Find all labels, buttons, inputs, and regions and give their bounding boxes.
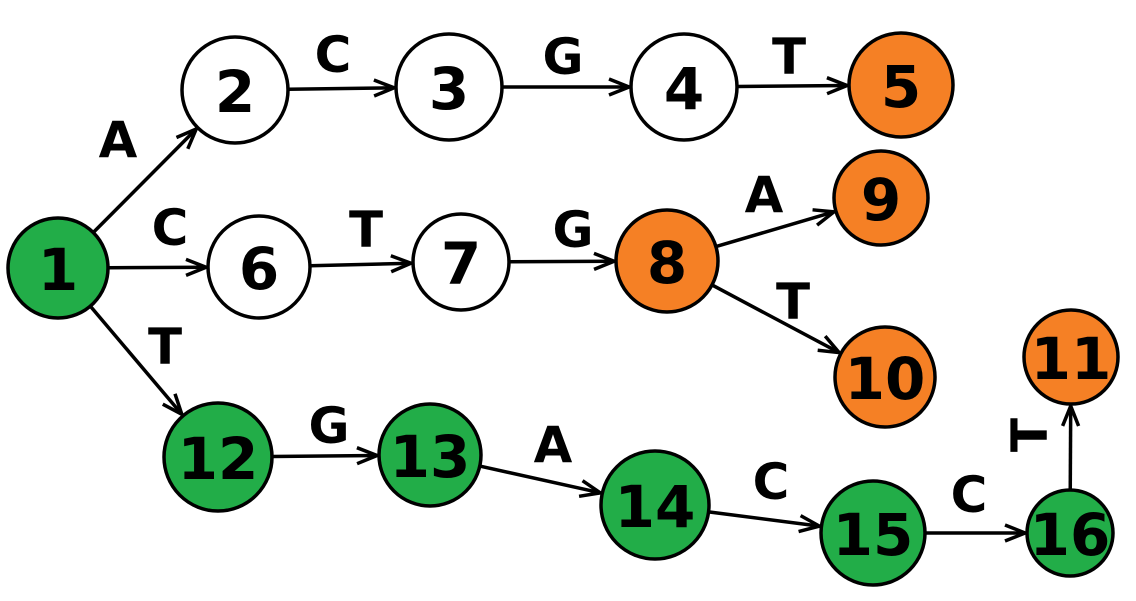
edge-2-3	[287, 88, 394, 89]
edge-label-15-16: C	[951, 466, 988, 524]
edge-label-2-3: C	[315, 26, 352, 84]
node-circle-12	[162, 401, 274, 513]
node-11: 11	[1022, 308, 1120, 406]
node-label-16: 16	[1030, 501, 1111, 569]
node-label-4: 4	[664, 55, 704, 123]
edge-label-13-14: A	[534, 416, 573, 474]
node-circle-13	[377, 402, 483, 508]
node-label-13: 13	[390, 423, 471, 491]
edge-label-7-8: G	[552, 201, 593, 259]
node-label-12: 12	[178, 425, 259, 493]
node-circle-15	[819, 479, 927, 587]
edge-label-6-7: T	[349, 201, 383, 259]
edge-1-12	[88, 305, 182, 414]
edge-7-8	[508, 261, 614, 262]
edge-label-8-9: A	[745, 166, 784, 224]
node-circle-4	[629, 32, 739, 142]
edge-8-10	[711, 283, 839, 353]
node-1: 1	[6, 216, 110, 320]
edge-label-3-4: G	[542, 28, 583, 86]
node-8: 8	[614, 208, 720, 314]
node-circle-11	[1022, 308, 1120, 406]
node-label-10: 10	[845, 345, 926, 413]
node-6: 6	[206, 214, 312, 320]
node-label-5: 5	[881, 53, 921, 121]
node-label-6: 6	[239, 235, 279, 303]
node-circle-14	[599, 449, 711, 561]
node-16: 16	[1025, 488, 1115, 578]
node-circle-7	[411, 212, 511, 312]
edge-8-9	[715, 212, 834, 249]
node-2: 2	[180, 35, 290, 145]
edge-12-13	[271, 455, 377, 456]
edge-label-1-12: T	[148, 318, 182, 376]
node-7: 7	[411, 212, 511, 312]
edge-label-8-10: T	[776, 273, 810, 331]
node-10: 10	[833, 325, 937, 429]
node-15: 15	[819, 479, 927, 587]
node-circle-16	[1025, 488, 1115, 578]
node-circle-1	[6, 216, 110, 320]
node-label-3: 3	[429, 55, 469, 123]
node-label-11: 11	[1031, 325, 1112, 393]
node-14: 14	[599, 449, 711, 561]
node-label-9: 9	[861, 166, 901, 234]
node-9: 9	[832, 149, 930, 247]
node-circle-6	[206, 214, 312, 320]
edge-4-5	[736, 85, 847, 86]
edge-14-15	[708, 510, 820, 526]
node-13: 13	[377, 402, 483, 508]
edge-label-12-13: G	[308, 397, 349, 455]
edge-label-1-2: A	[99, 111, 138, 169]
node-label-8: 8	[647, 229, 687, 297]
edge-label-1-6: C	[152, 199, 189, 257]
node-label-2: 2	[215, 58, 255, 126]
node-label-7: 7	[441, 230, 481, 298]
node-circle-8	[614, 208, 720, 314]
node-3: 3	[394, 32, 504, 142]
node-5: 5	[847, 31, 955, 139]
node-label-1: 1	[38, 236, 78, 304]
edge-6-7	[309, 263, 411, 266]
edge-label-14-15: C	[753, 453, 790, 511]
node-circle-9	[832, 149, 930, 247]
edge-label-4-5: T	[772, 28, 806, 86]
node-12: 12	[162, 401, 274, 513]
edge-13-14	[479, 464, 601, 493]
edge-1-2	[92, 129, 196, 234]
edge-label-16-11: T	[1001, 418, 1059, 452]
node-label-15: 15	[833, 501, 914, 569]
node-circle-3	[394, 32, 504, 142]
node-label-14: 14	[615, 473, 696, 541]
node-circle-5	[847, 31, 955, 139]
node-circle-10	[833, 325, 937, 429]
node-circle-2	[180, 35, 290, 145]
node-4: 4	[629, 32, 739, 142]
